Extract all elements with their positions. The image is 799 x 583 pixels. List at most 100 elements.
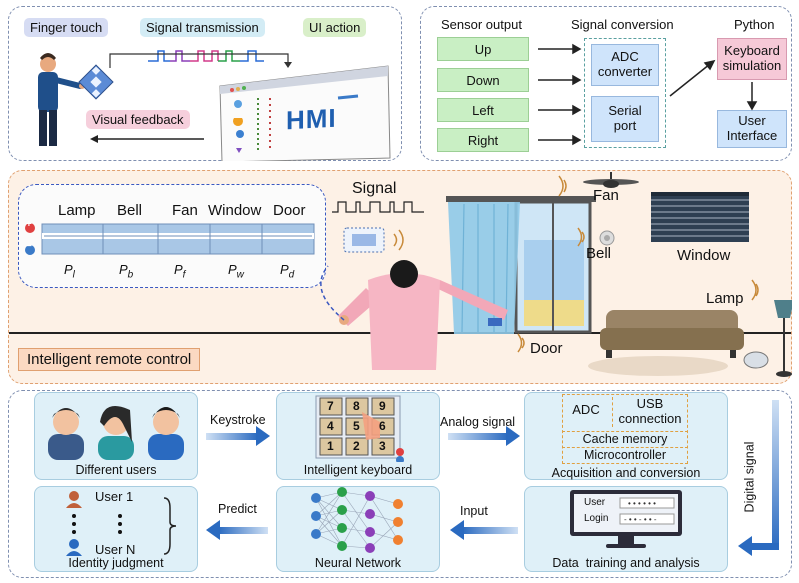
neural-network-caption: Neural Network — [314, 556, 402, 570]
positive-terminal: + — [26, 219, 32, 230]
key-1: 1 — [327, 439, 334, 453]
acquisition-card — [524, 392, 728, 480]
ui-action-label: UI action — [303, 18, 367, 37]
neural-network-illustration — [311, 487, 403, 553]
analog-signal-label: Analog signal — [440, 415, 516, 429]
identity-caption: Identity judgment — [68, 556, 164, 570]
signal-wave — [332, 201, 424, 213]
wireless-module — [343, 227, 404, 253]
signal-transmission-label: Signal transmission — [140, 18, 265, 37]
digital-signal-arrow — [738, 400, 779, 556]
touch-sensor-device — [78, 64, 114, 100]
fan-label: Fan — [593, 187, 619, 204]
lamp-label: Lamp — [706, 290, 744, 307]
predict-arrow — [206, 520, 268, 540]
key-8: 8 — [353, 399, 360, 413]
device-label-bell: Bell — [117, 202, 143, 219]
user-1-icon — [66, 491, 82, 508]
device-label-fan: Fan — [172, 202, 198, 219]
door-label: Door — [530, 340, 563, 357]
user-n-icon — [66, 539, 82, 556]
sensor-p-l: Pl — [64, 262, 75, 281]
output-down: Down — [437, 68, 529, 92]
input-label: Input — [460, 504, 488, 518]
bell-label: Bell — [586, 245, 612, 262]
sensor-p-w: Pw — [228, 262, 244, 281]
avatar-3 — [148, 407, 184, 460]
negative-terminal: − — [26, 241, 32, 252]
output-right: Right — [437, 128, 529, 152]
intelligent-remote-control-title: Intelligent remote control — [18, 348, 201, 371]
keyboard-illustration — [315, 395, 404, 462]
sensor-p-b: Pb — [119, 262, 134, 281]
monitor-login-label: Login — [584, 513, 609, 524]
data-training-caption: Data training and analysis — [552, 556, 700, 570]
door-bell — [577, 227, 615, 247]
monitor-user-label: User — [584, 497, 606, 508]
visual-feedback-label: Visual feedback — [86, 110, 190, 129]
neural-network-card — [276, 486, 440, 572]
user-interface-box: User Interface — [717, 110, 787, 148]
identity-panel — [8, 390, 792, 578]
avatar-1 — [48, 408, 84, 460]
avatar-2 — [98, 406, 134, 460]
user-n-label: User N — [95, 542, 136, 557]
monitor-illustration: • • • • • • - • • - • • - — [570, 490, 682, 548]
svg-text:• • • • • •: • • • • • • — [628, 499, 656, 508]
hmi-illustration — [38, 50, 391, 161]
window-label: Window — [677, 247, 731, 264]
conversion-arrows — [538, 43, 758, 146]
key-3: 3 — [379, 439, 386, 453]
different-users-caption: Different users — [75, 463, 157, 477]
identity-illustration — [66, 491, 177, 556]
acquisition-caption: Acquisition and conversion — [551, 466, 701, 480]
signal-line — [109, 53, 289, 68]
sensor-p-d: Pd — [280, 262, 295, 281]
door-signal-icon — [517, 333, 525, 353]
sensor-output-header: Sensor output — [441, 17, 522, 32]
keystroke-label: Keystroke — [210, 413, 266, 427]
predict-label: Predict — [218, 502, 257, 516]
sensor-p-f: Pf — [174, 262, 186, 281]
python-header: Python — [734, 17, 775, 32]
user-figure — [38, 53, 85, 146]
key-9: 9 — [379, 399, 386, 413]
floor-lamp — [751, 279, 792, 377]
intelligent-keyboard-caption: Intelligent keyboard — [303, 463, 413, 477]
adc-converter-box: ADC converter — [591, 44, 659, 86]
cache-memory-block: Cache memory — [562, 431, 688, 446]
room-illustration — [320, 172, 792, 377]
conversion-group — [584, 38, 666, 148]
hmi-panel — [8, 6, 402, 161]
keyboard-simulation-box: Keyboard simulation — [717, 38, 787, 80]
microcontroller-block: Microcontroller — [562, 447, 688, 462]
keystroke-arrow — [206, 426, 270, 446]
serial-port-box: Serial port — [591, 96, 659, 142]
acquisition-inner — [562, 394, 688, 464]
device-label-lamp: Lamp — [58, 202, 96, 219]
key-5: 5 — [353, 419, 360, 433]
output-left: Left — [437, 98, 529, 122]
svg-text:- • • - • • -: - • • - • • - — [624, 515, 657, 524]
output-up: Up — [437, 37, 529, 61]
device-label-door: Door — [273, 202, 306, 219]
digital-signal-label: Digital signal — [742, 441, 757, 513]
signal-pulse-wave — [148, 50, 264, 62]
signal-conversion-header: Signal conversion — [571, 17, 674, 32]
analog-signal-arrow — [448, 426, 520, 446]
key-4: 4 — [327, 419, 334, 433]
key-7: 7 — [327, 399, 334, 413]
user-1-label: User 1 — [95, 489, 134, 504]
key-6: 6 — [379, 419, 386, 433]
usb-block: USB connection — [612, 396, 687, 427]
sensor-strip — [25, 223, 315, 255]
device-label-window: Window — [208, 202, 262, 219]
users-avatars — [48, 406, 184, 460]
window-blinds — [651, 192, 749, 242]
input-arrow — [450, 520, 518, 540]
signal-label: Signal — [352, 180, 397, 197]
keyboard-control-panel — [420, 6, 792, 161]
finger-touch-label: Finger touch — [24, 18, 109, 37]
hmi-screen — [219, 65, 391, 161]
